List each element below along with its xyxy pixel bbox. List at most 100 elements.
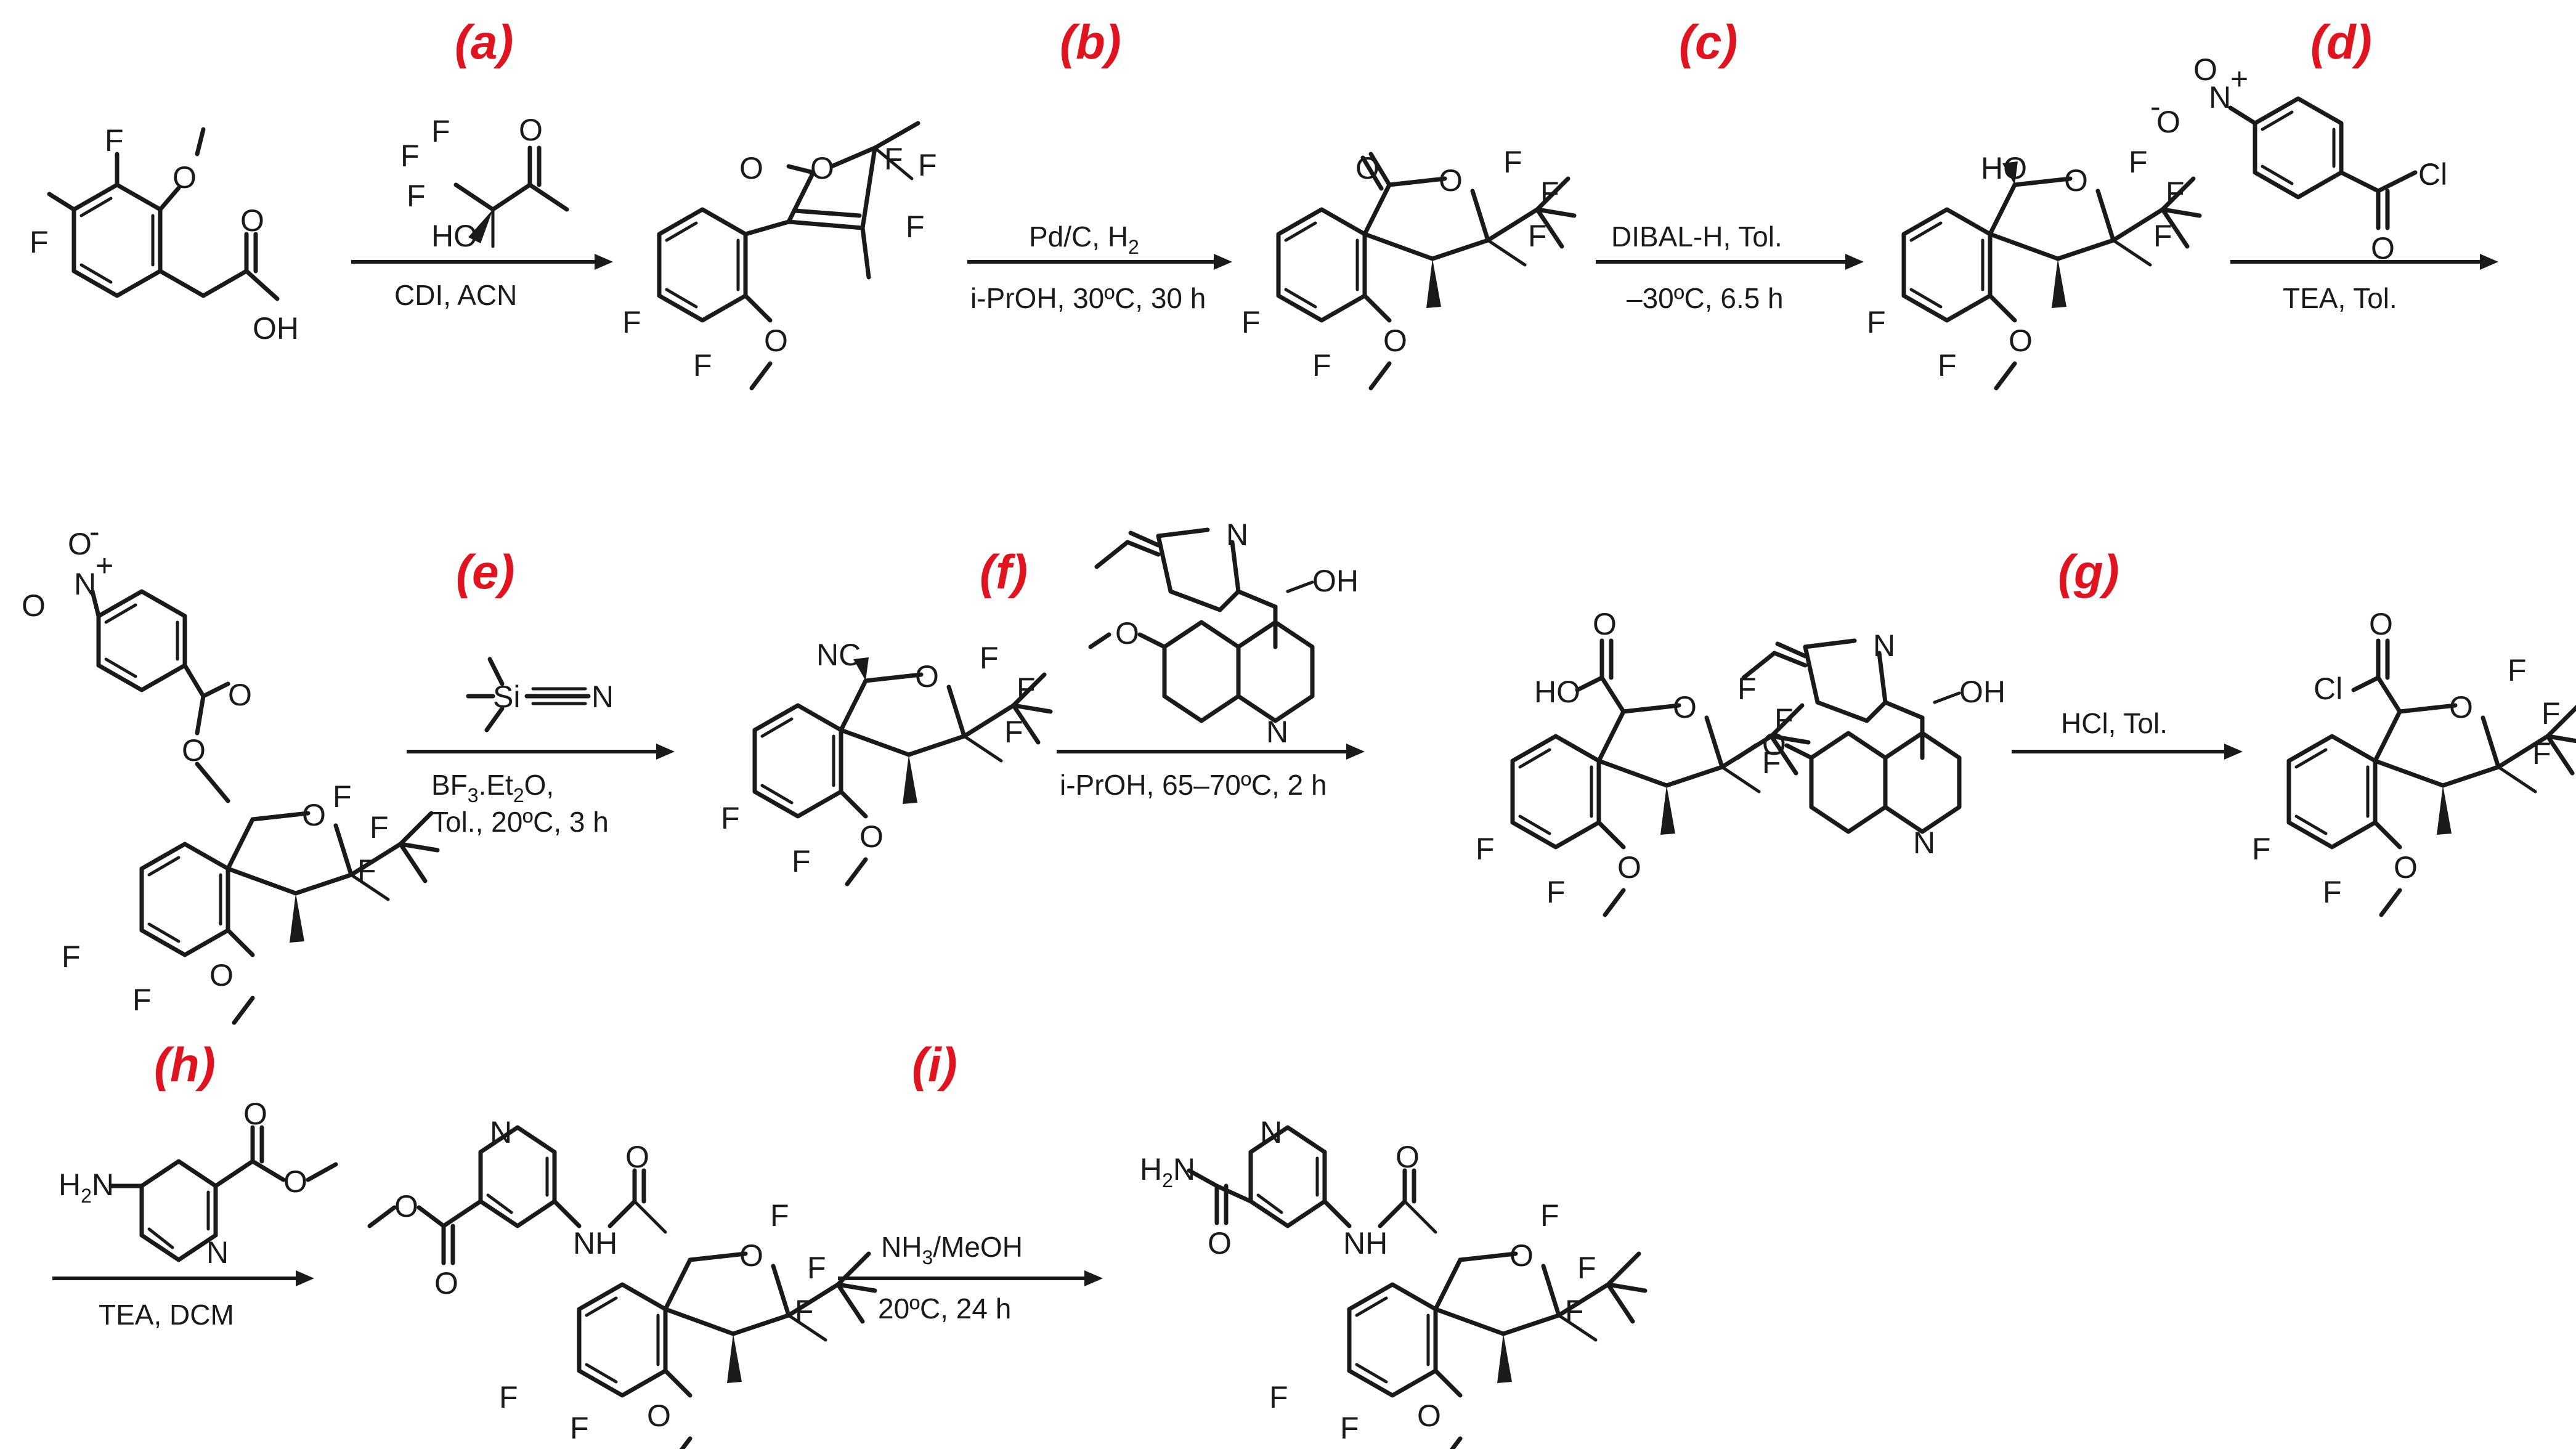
step-label-f: (f) [980, 545, 1028, 599]
atom-label: O [2193, 52, 2217, 87]
reaction-arrows [52, 254, 2498, 1286]
atom-label: + [95, 548, 113, 583]
atom-label: F [918, 148, 937, 182]
atom-label: O [302, 798, 326, 832]
reagent-a-trifluoro-hydroxyketone: F F F O HO [400, 113, 569, 253]
atom-label: O [2394, 850, 2418, 885]
atom-label: F [2541, 696, 2561, 731]
atom-label: F [1938, 348, 1957, 383]
atom-label: F [1476, 832, 1495, 866]
conditions-f: i-PrOH, 65–70ºC, 2 h [1060, 769, 1327, 801]
atom-label: Cl [2418, 157, 2447, 192]
intermediate-lactone: O O F F F F F O [1241, 145, 1574, 388]
atom-label: F [1577, 1251, 1596, 1285]
conditions-c-bottom: –30ºC, 6.5 h [1627, 282, 1784, 314]
reagent-d-nitrobenzoyl-chloride: N + O O - O Cl [2150, 52, 2447, 266]
intermediate-butenolide: O O F F F F F O [622, 121, 937, 388]
atom-label: N [1260, 1115, 1282, 1150]
atom-label: F [2323, 875, 2342, 909]
atom-label: F [1312, 348, 1331, 383]
intermediate-acid-chloride: Cl O O F F F F F O [2252, 607, 2576, 915]
atom-label: OH [253, 311, 299, 346]
atom-label: F [1017, 672, 1036, 706]
atom-label: O [22, 588, 46, 623]
conditions-i-bottom: 20ºC, 24 h [878, 1293, 1011, 1325]
atom-label: NH [1343, 1226, 1388, 1260]
atom-label: O [764, 323, 788, 358]
atom-label: F [570, 1411, 589, 1445]
atom-label: HO [431, 219, 477, 253]
atom-label: O [1439, 163, 1463, 198]
step-label-b: (b) [1060, 15, 1121, 69]
conditions-e-2: Tol., 20ºC, 3 h [431, 806, 609, 838]
atom-label: O [2009, 323, 2033, 358]
atom-label: F [407, 179, 426, 213]
atom-label: F [1340, 1411, 1359, 1445]
atom-label: O [182, 733, 206, 768]
intermediate-nitrile: NC O F F F F F O [721, 638, 1050, 884]
atom-label: F [2129, 145, 2148, 179]
atom-label: F [980, 641, 999, 675]
atom-label: OH [1959, 675, 2005, 709]
atom-label: F [357, 853, 376, 888]
intermediate-lactol: HO O F F F F F O [1867, 145, 2200, 388]
atom-label: F [807, 1251, 826, 1285]
atom-label: O [625, 1140, 649, 1174]
starting-material-arylacetic-acid: F F O O OH [30, 123, 299, 346]
atom-label: F [370, 810, 389, 845]
atom-label: F [1546, 875, 1566, 909]
atom-label: NH [573, 1226, 617, 1260]
conditions-b-top: Pd/C, H2 [1029, 221, 1139, 258]
atom-label: H2N [1140, 1152, 1195, 1191]
reagent-e-tmscn: Si N [466, 657, 614, 733]
atom-label: F [1241, 305, 1261, 339]
step-label-a: (a) [455, 15, 513, 69]
atom-label: N [1266, 715, 1288, 749]
atom-label: - [2150, 89, 2161, 124]
conditions-c-top: DIBAL-H, Tol. [1611, 221, 1782, 253]
conditions-d: TEA, Tol. [2283, 282, 2397, 314]
atom-label: N [1226, 518, 1248, 552]
atom-label: F [2153, 219, 2172, 253]
atom-label: F [2532, 736, 2551, 771]
atom-label: - [89, 514, 100, 549]
conditions-g: HCl, Tol. [2061, 707, 2168, 739]
atom-label: F [792, 844, 811, 879]
atom-label: O [1208, 1226, 1232, 1260]
atom-label: F [30, 225, 49, 259]
atom-label: F [1004, 715, 1023, 749]
atom-label: F [1540, 1198, 1559, 1233]
atom-label: O [173, 160, 197, 195]
intermediate-carboxylic-acid-salt: HO O O F F F F F O N OH O N [1476, 607, 2005, 915]
atom-label: F [499, 1380, 518, 1414]
atom-label: F [2166, 176, 2185, 210]
atom-label: F [400, 139, 420, 173]
atom-label: O [1417, 1398, 1441, 1433]
atom-label: O [283, 1164, 307, 1199]
atom-label: O [209, 958, 234, 992]
atom-label: O [2156, 105, 2180, 139]
atom-label: F [62, 940, 81, 974]
atom-label: F [1774, 702, 1794, 737]
step-label-e: (e) [456, 545, 514, 599]
atom-label: O [394, 1189, 418, 1224]
atom-label: O [739, 1238, 763, 1273]
intermediate-nitrobenzoate: N + O O - O O O F F F F F O [22, 514, 437, 1023]
atom-label: O [434, 1266, 458, 1301]
conditions-i-top: NH3/MeOH [881, 1231, 1023, 1268]
atom-label: O [2369, 607, 2393, 641]
atom-label: F [1565, 1294, 1584, 1328]
atom-label: F [770, 1198, 789, 1233]
atom-label: O [1673, 690, 1697, 724]
atom-label: N [490, 1115, 512, 1150]
atom-label: O [859, 819, 884, 854]
atom-label: O [810, 151, 834, 185]
atom-label: O [1509, 1238, 1534, 1273]
atom-label: O [647, 1398, 671, 1433]
atom-label: O [1762, 727, 1786, 761]
atom-label: O [1383, 323, 1407, 358]
reagent-h-aminopicolinate: H2N N O O [59, 1097, 338, 1270]
atom-label: F [1269, 1380, 1288, 1414]
atom-label: N [206, 1235, 229, 1270]
atom-label: F [721, 801, 740, 835]
